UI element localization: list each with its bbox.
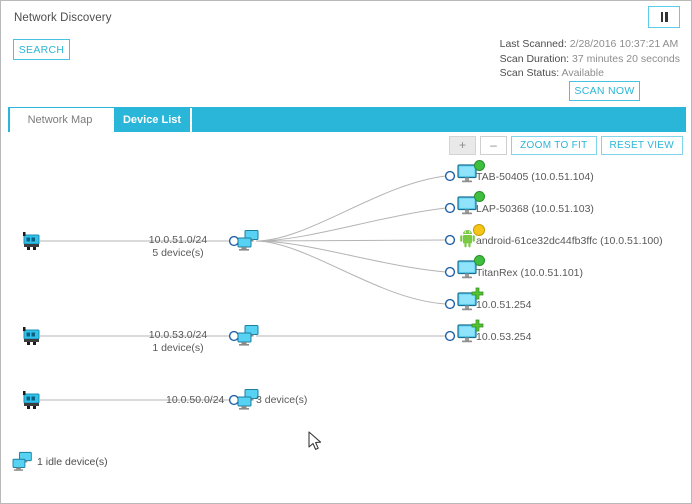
status-badge-idle [473, 224, 485, 236]
subnet-label: 10.0.51.0/24 5 device(s) [128, 234, 228, 260]
last-scanned-value: 2/28/2016 10:37:21 AM [569, 38, 679, 50]
reset-view-button[interactable]: RESET VIEW [600, 135, 683, 155]
tab-bar: Network Map Device List [8, 107, 686, 132]
last-scanned-row: Last Scanned: 2/28/2016 10:37:21 AM [500, 37, 680, 52]
tab-network-map[interactable]: Network Map [8, 108, 112, 132]
subnet-device-count: 5 device(s) [152, 247, 204, 259]
monitor-icon[interactable] [457, 195, 483, 219]
scan-duration-value: 37 minutes 20 seconds [572, 52, 680, 65]
zoom-out-button[interactable]: – [480, 135, 508, 155]
idle-device-group-icon [12, 451, 32, 471]
subnet-label: 10.0.50.0/24 [166, 394, 224, 407]
scan-status-value: Available [561, 67, 604, 79]
subnet-name: 10.0.53.0/24 [148, 329, 208, 341]
network-edges [40, 170, 456, 406]
last-scanned-label: Last Scanned: [499, 38, 567, 50]
add-plus-badge-icon [471, 287, 484, 300]
search-button[interactable]: SEARCH [13, 39, 70, 60]
device-label[interactable]: TitanRex (10.0.51.101) [476, 267, 584, 279]
subnet-device-count-inline: 3 device(s) [256, 394, 307, 407]
device-label[interactable]: 10.0.51.254 [476, 299, 532, 311]
subnet-device-count: 3 device(s) [256, 394, 308, 406]
tab-bar-filler [192, 108, 686, 132]
pause-button[interactable] [648, 6, 680, 28]
device-label[interactable]: LAP-50368 (10.0.51.103) [476, 203, 594, 215]
scan-duration-row: Scan Duration: 37 minutes 20 seconds [500, 52, 680, 67]
mouse-cursor-icon [308, 431, 322, 450]
subnet-label: 10.0.53.0/24 1 device(s) [128, 329, 228, 355]
switch-icon[interactable] [20, 228, 46, 254]
status-badge-online [474, 191, 485, 202]
status-badge-online [474, 160, 485, 171]
switch-icon[interactable] [20, 387, 46, 413]
scan-duration-label: Scan Duration: [499, 52, 570, 65]
zoom-in-button[interactable]: + [449, 135, 477, 155]
scan-info-panel: Last Scanned: 2/28/2016 10:37:21 AM Scan… [500, 37, 680, 81]
device-label[interactable]: android-61ce32dc44fb3ffc (10.0.51.100) [476, 235, 663, 247]
device-group-icon[interactable] [237, 388, 263, 412]
monitor-icon[interactable] [457, 259, 483, 283]
subnet-device-count: 1 device(s) [152, 342, 204, 354]
network-map-canvas[interactable]: 10.0.51.0/24 5 device(s) 10.0.53.0/24 1 … [8, 132, 686, 486]
scan-status-row: Scan Status: Available [500, 66, 680, 81]
map-toolbar: + – ZOOM TO FIT RESET VIEW [8, 132, 686, 158]
device-label[interactable]: 10.0.53.254 [476, 331, 532, 343]
device-group-icon[interactable] [237, 229, 263, 253]
page-title: Network Discovery [14, 12, 112, 24]
zoom-to-fit-button[interactable]: ZOOM TO FIT [511, 135, 597, 155]
device-group-icon[interactable] [237, 324, 263, 348]
tab-device-list[interactable]: Device List [112, 108, 192, 132]
subnet-name: 10.0.50.0/24 [166, 394, 225, 406]
scan-status-label: Scan Status: [499, 67, 560, 79]
switch-icon[interactable] [20, 323, 46, 349]
device-label[interactable]: TAB-50405 (10.0.51.104) [476, 171, 594, 183]
android-icon[interactable] [459, 228, 481, 250]
subnet-name: 10.0.51.0/24 [148, 234, 208, 246]
scan-now-button[interactable]: SCAN NOW [569, 81, 640, 101]
add-plus-badge-icon [471, 319, 484, 332]
monitor-icon[interactable] [457, 163, 483, 187]
pause-icon [660, 12, 668, 22]
idle-device-legend-label: 1 idle device(s) [37, 456, 108, 468]
status-badge-online [474, 255, 485, 266]
